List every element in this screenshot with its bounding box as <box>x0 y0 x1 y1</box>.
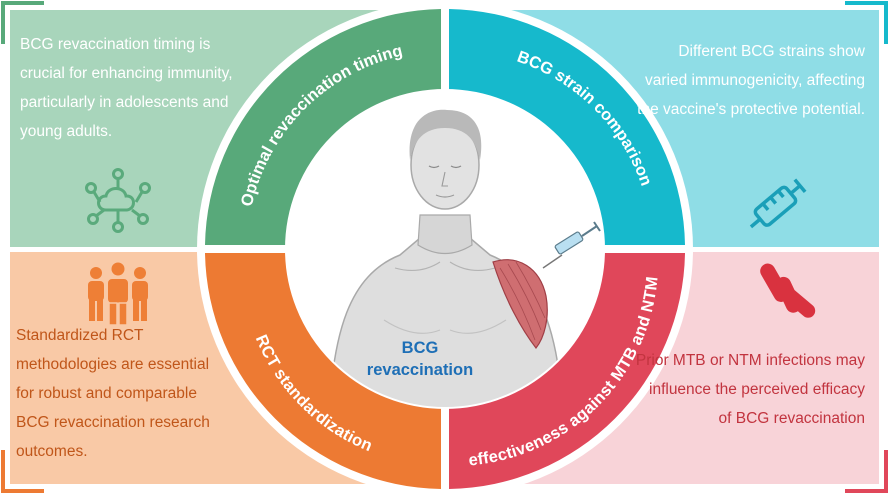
hair <box>409 109 482 160</box>
ring-segment-strain <box>449 9 685 245</box>
injection-syringe <box>542 221 601 269</box>
person-illustration <box>327 109 565 407</box>
center-label-line2: revaccination <box>366 361 474 379</box>
cloud-network-icon <box>85 168 151 233</box>
ring-segment-timing <box>205 9 441 245</box>
syringe-icon <box>749 178 807 229</box>
quadrant-text-timing: BCG revaccination timing is crucial for … <box>20 36 233 140</box>
center-label-line1: BCG <box>401 339 439 357</box>
quadrant-text-rct: Standardized RCT methodologies are essen… <box>16 327 210 460</box>
deltoid-muscle <box>492 259 548 349</box>
bacteria-icon <box>760 263 816 318</box>
quadrant-text-strain: Different BCG strains show varied immuno… <box>637 43 865 118</box>
people-group-icon <box>88 260 148 326</box>
quadrant-text-effectiveness: Prior MTB or NTM infections may influenc… <box>635 352 865 427</box>
ring-segment-rct <box>205 253 441 489</box>
center-label: BCG revaccination <box>345 337 495 381</box>
ring-segment-effectiveness <box>449 253 685 489</box>
